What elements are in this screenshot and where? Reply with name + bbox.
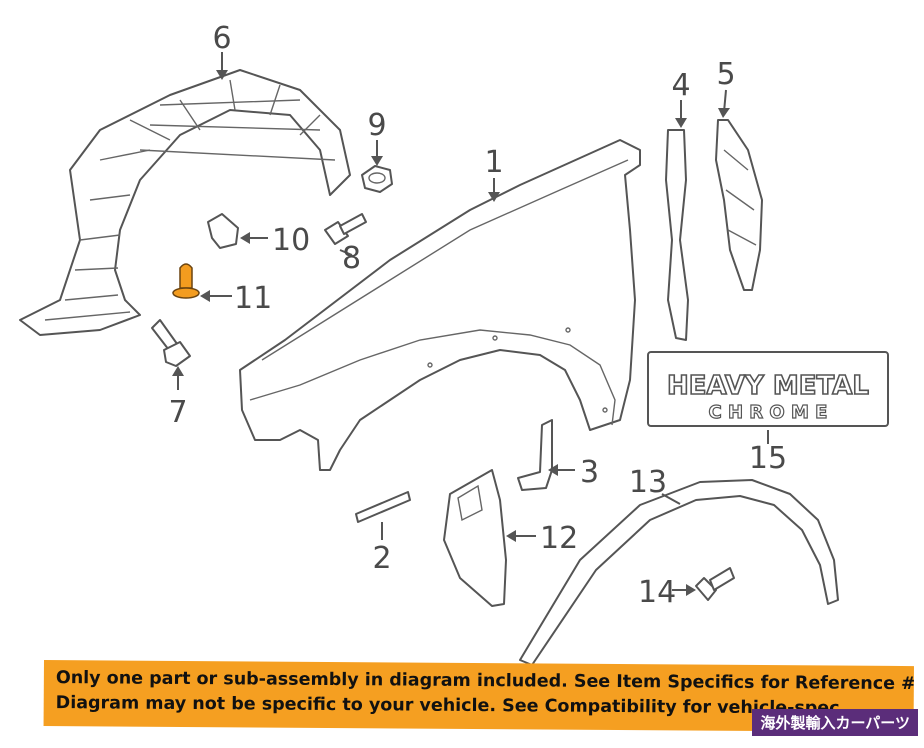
callout-6: 6 (212, 21, 231, 56)
callout-8: 8 (342, 241, 361, 276)
part-1-fender (239, 139, 641, 471)
part-8-bolt (324, 213, 367, 245)
callout-3: 3 (580, 455, 599, 490)
part-4-seal (665, 129, 689, 341)
part-10-clip (207, 213, 239, 249)
emblem-chrome-text: C H R O M E (709, 402, 828, 423)
part-7-bolt (151, 319, 191, 367)
part-5-shield (715, 119, 763, 291)
leader-lines (172, 52, 769, 596)
callout-13: 13 (629, 465, 667, 500)
part-6-fender-liner (19, 69, 351, 336)
part-14-bolt (695, 567, 735, 601)
callout-10: 10 (272, 223, 310, 258)
callout-4: 4 (671, 68, 690, 103)
callout-7: 7 (168, 395, 187, 430)
part-13-wheel-flare (519, 479, 839, 666)
part-9-nut (361, 165, 393, 193)
callout-1: 1 (484, 145, 503, 180)
callout-9: 9 (367, 108, 386, 143)
import-parts-tag: 海外製輸入カーパーツ (752, 709, 918, 736)
part-3-bracket (517, 419, 553, 491)
part-11-push-pin-highlighted (172, 263, 200, 299)
callout-5: 5 (716, 57, 735, 92)
part-15-emblem: HEAVY METAL C H R O M E (647, 351, 889, 427)
callout-11: 11 (234, 281, 272, 316)
callout-15: 15 (749, 441, 787, 476)
part-2-strip (355, 491, 411, 523)
callout-14: 14 (638, 575, 676, 610)
emblem-heavy-metal-text: HEAVY METAL (667, 371, 869, 401)
callout-2: 2 (372, 541, 391, 576)
part-12-mud-flap (443, 469, 507, 607)
callout-12: 12 (540, 521, 578, 556)
